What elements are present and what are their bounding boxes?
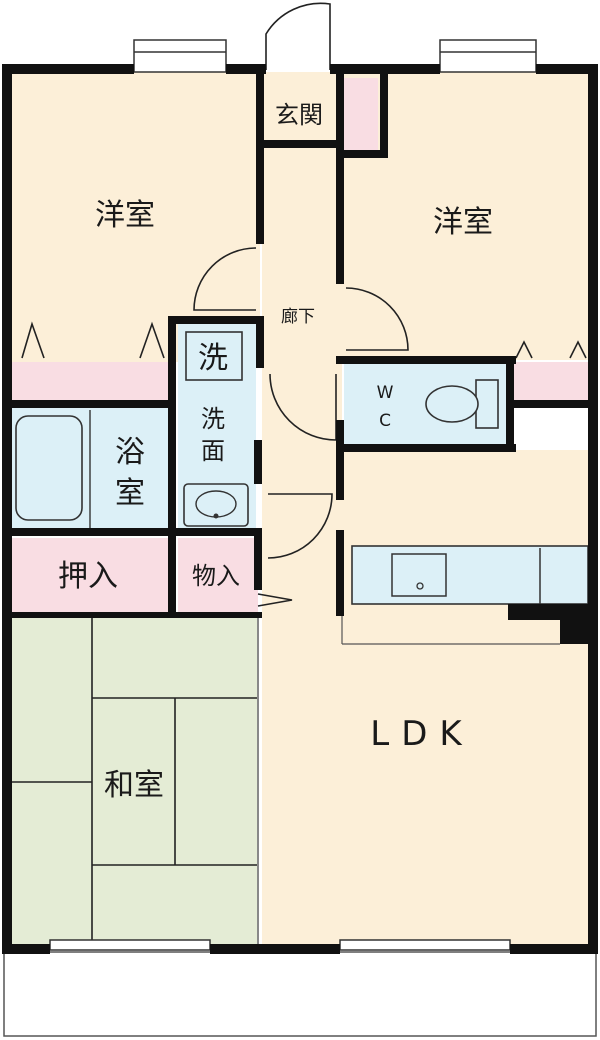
- toilet-bowl: [425, 385, 479, 423]
- fixtures: [15, 331, 589, 645]
- balcony: [3, 951, 597, 1037]
- window-south-japanese: [49, 939, 211, 951]
- window-western-2: [439, 39, 537, 73]
- ldk-floor: [262, 450, 590, 945]
- closet-western-1: [10, 362, 168, 400]
- label-wc-2: C: [379, 411, 391, 431]
- label-hallway: 廊下: [281, 307, 315, 327]
- toilet-tank: [475, 379, 499, 429]
- windows: [49, 39, 537, 951]
- kitchen-sink: [391, 553, 447, 597]
- label-western-1: 洋室: [95, 198, 155, 233]
- closet-western-2: [514, 362, 588, 400]
- label-ldk: LDK: [370, 714, 473, 754]
- label-wash: 洗: [198, 341, 228, 376]
- entrance-floor: [262, 72, 342, 152]
- oshiire-floor: [10, 538, 172, 612]
- label-entrance: 玄関: [275, 101, 323, 129]
- label-western-2: 洋室: [433, 205, 493, 240]
- label-washroom-2: 面: [201, 437, 225, 465]
- label-storage: 物入: [192, 562, 240, 590]
- room-labels: 洋室 洋室 玄関 廊下 洗 洗 面 浴 室 W C 押入 物入 和室 LDK: [58, 101, 493, 803]
- tatami-lines: [10, 618, 258, 945]
- closet-door-marks: [21, 321, 587, 359]
- label-bath-1: 浴: [115, 435, 145, 470]
- window-western-1: [133, 39, 227, 73]
- shoe-cabinet: [344, 78, 378, 150]
- washing-machine-pan: [185, 331, 243, 381]
- walls: [2, 64, 598, 954]
- western-room-1-floor: [10, 72, 260, 362]
- window-south-ldk: [339, 939, 511, 951]
- label-oshiire: 押入: [58, 559, 118, 594]
- washbasin: [183, 483, 249, 527]
- bathtub: [15, 415, 83, 521]
- label-washroom-1: 洗: [201, 405, 225, 433]
- label-bath-2: 室: [115, 476, 145, 511]
- storage-floor: [178, 538, 258, 612]
- label-japanese: 和室: [104, 768, 164, 803]
- kitchen-counter: [351, 545, 589, 605]
- label-wc-1: W: [377, 383, 394, 403]
- door-swings: [193, 2, 409, 607]
